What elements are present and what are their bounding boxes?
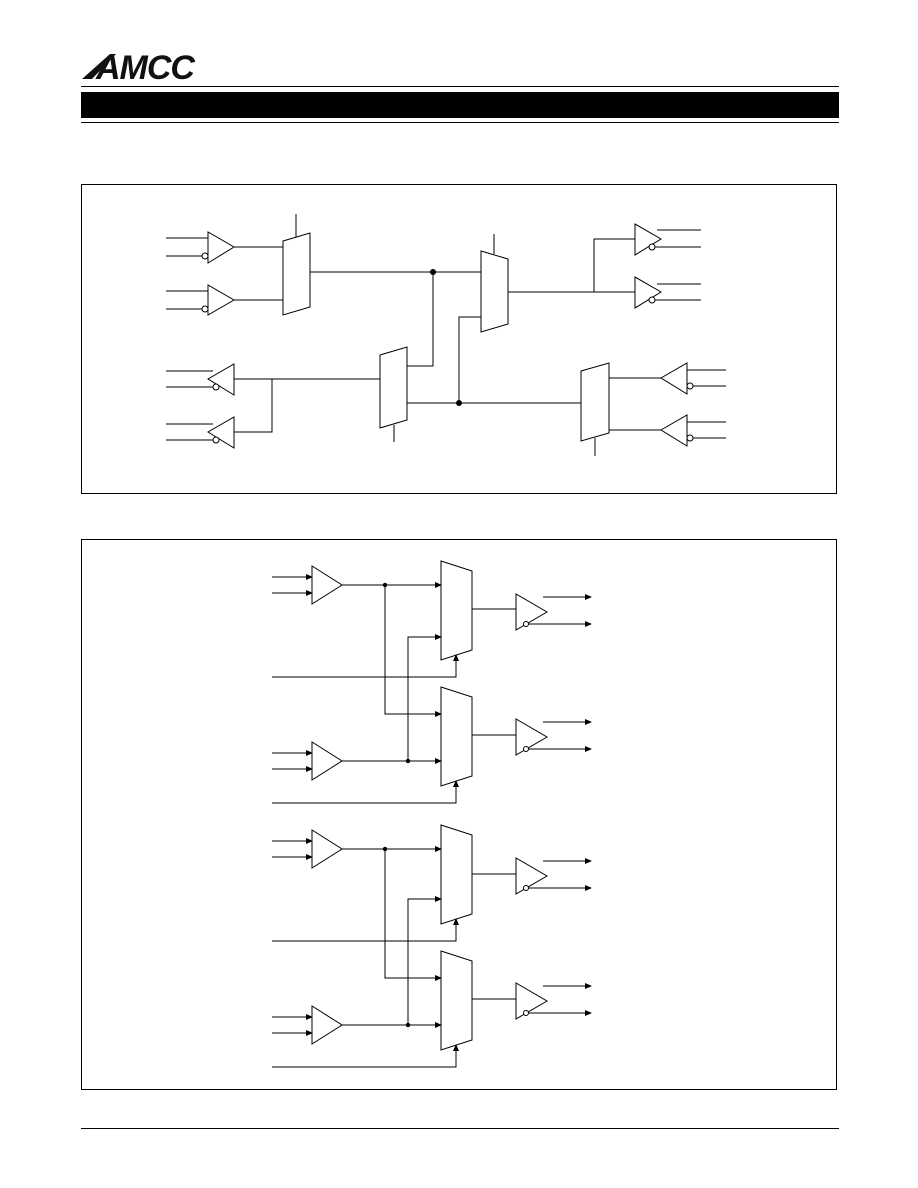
diagram-panel-1 xyxy=(81,184,837,494)
input-buffer-bottom xyxy=(166,284,283,316)
diagram-2-svg xyxy=(272,560,592,1068)
mux-output xyxy=(580,362,661,456)
mux-input xyxy=(282,214,481,316)
right-buffer-top xyxy=(660,362,726,395)
footer-rule xyxy=(81,1128,839,1129)
diagram-panel-2 xyxy=(81,539,837,1090)
diagram-1-svg xyxy=(166,214,726,456)
output-buffer-bottom xyxy=(594,276,701,309)
header-rule-top xyxy=(81,86,839,87)
logo-graphic: AMCC xyxy=(82,49,196,87)
channel-group-1 xyxy=(272,560,592,804)
input-buffer-top xyxy=(166,231,283,264)
channel-group-2 xyxy=(272,824,592,1068)
mux-center-bottom xyxy=(379,272,581,442)
left-buffer-bottom xyxy=(166,379,273,449)
header-bar xyxy=(81,92,839,118)
logo-text: AMCC xyxy=(95,50,195,84)
junction-dot xyxy=(456,400,462,406)
header-rule-bottom xyxy=(81,122,839,123)
mux-center-top xyxy=(458,234,594,403)
amcc-logo: AMCC xyxy=(80,49,230,89)
output-buffer-top xyxy=(593,223,701,292)
right-buffer-bottom xyxy=(660,414,726,447)
left-buffer-top xyxy=(166,363,380,396)
